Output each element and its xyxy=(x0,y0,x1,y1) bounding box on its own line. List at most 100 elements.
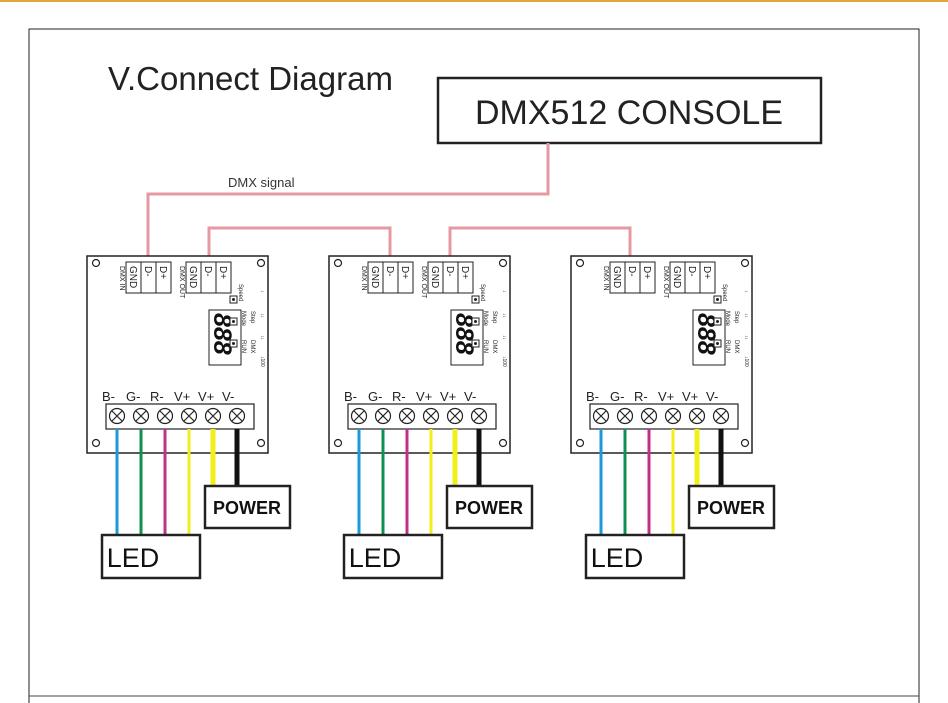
setting-mark: ↓ xyxy=(743,290,749,293)
screw-cross-icon xyxy=(231,410,243,422)
screw-cross-icon xyxy=(619,410,631,422)
screw-cross-icon xyxy=(207,410,219,422)
setting-label: Speed xyxy=(237,284,243,301)
setting-mark: ↓↓ xyxy=(501,313,507,318)
mounting-hole-icon xyxy=(91,438,101,448)
dmx-console-label: DMX512 CONSOLE xyxy=(475,94,783,132)
button-dot-icon xyxy=(716,342,719,345)
power-box xyxy=(203,484,292,530)
led-box xyxy=(100,533,202,580)
signal-controller-1-to-2 xyxy=(207,226,392,268)
screw-cross-icon xyxy=(111,410,123,422)
mounting-hole-icon xyxy=(256,258,266,268)
mounting-hole-icon xyxy=(498,258,508,268)
setting-mark: ↓ xyxy=(259,290,265,293)
mounting-hole-icon xyxy=(256,438,266,448)
screw-cross-icon xyxy=(595,410,607,422)
setting-mark: ↓↓ xyxy=(743,335,749,340)
diagram-frame xyxy=(28,28,920,703)
screw-cross-icon xyxy=(643,410,655,422)
button-dot-icon xyxy=(716,298,719,301)
dmx-out-pin-label: D+ xyxy=(701,266,712,279)
mounting-hole-icon xyxy=(333,258,343,268)
terminal-label: R- xyxy=(150,389,164,404)
setting-mark: ↓↓ xyxy=(743,313,749,318)
dmx-out-label: DMX OUT xyxy=(420,266,427,299)
screw-cross-icon xyxy=(715,410,727,422)
dmx-out-pin-box xyxy=(457,261,474,294)
dmx-in-pin-box xyxy=(639,261,656,294)
screw-cross-icon xyxy=(377,410,389,422)
terminal-label: V- xyxy=(464,389,476,404)
dmx-in-pin-label: D+ xyxy=(157,266,168,279)
dmx-in-pin-label: GND xyxy=(127,266,138,288)
led-box xyxy=(342,533,444,580)
terminal-label: B- xyxy=(344,389,357,404)
terminal-label: R- xyxy=(392,389,406,404)
button-dot-icon xyxy=(232,298,235,301)
dmx-in-label: DMX IN xyxy=(360,266,367,291)
setting-label: Mode xyxy=(240,311,246,327)
dmx-out-pin-label: D+ xyxy=(217,266,228,279)
setting-mark: ↓↓ xyxy=(259,335,265,340)
power-label: POWER xyxy=(213,498,281,518)
dmx-out-pin-box xyxy=(699,261,716,294)
dmx-in-label: DMX IN xyxy=(602,266,609,291)
mounting-hole-icon xyxy=(498,438,508,448)
terminal-label: B- xyxy=(586,389,599,404)
screw-cross-icon xyxy=(449,410,461,422)
led-label: LED xyxy=(349,543,402,573)
dmx-in-pin-label: GND xyxy=(369,266,380,288)
setting-mark: ↓100 xyxy=(743,356,749,367)
terminal-label: G- xyxy=(610,389,624,404)
screw-cross-icon xyxy=(183,410,195,422)
dmx-out-label: DMX OUT xyxy=(662,266,669,299)
screw-cross-icon xyxy=(691,410,703,422)
power-box xyxy=(687,484,776,530)
terminal-label: V- xyxy=(222,389,234,404)
mounting-hole-icon xyxy=(740,438,750,448)
terminal-label: R- xyxy=(634,389,648,404)
button-dot-icon xyxy=(232,320,235,323)
dmx-out-pin-label: D- xyxy=(444,266,455,277)
dmx-in-label: DMX IN xyxy=(118,266,125,291)
dmx-out-pin-label: GND xyxy=(429,266,440,288)
setting-label: Speed xyxy=(479,284,485,301)
setting-label: Speed xyxy=(721,284,727,301)
dmx-in-pin-box xyxy=(397,261,414,294)
setting-mark: ↓100 xyxy=(501,356,507,367)
setting-label: Mode xyxy=(724,311,730,327)
dmx-out-pin-label: D- xyxy=(202,266,213,277)
button-dot-icon xyxy=(474,298,477,301)
setting-label: DMX xyxy=(733,340,739,353)
signal-console-to-controller-1 xyxy=(146,143,550,268)
dmx-console-box xyxy=(436,76,823,145)
terminal-label: G- xyxy=(368,389,382,404)
setting-mark: ↓ xyxy=(501,290,507,293)
setting-label: Mode xyxy=(482,311,488,327)
setting-label: RUN xyxy=(240,340,246,353)
power-label: POWER xyxy=(455,498,523,518)
terminal-label: V+ xyxy=(658,389,674,404)
mounting-hole-icon xyxy=(575,258,585,268)
setting-label: DMX xyxy=(249,340,255,353)
dmx-out-label: DMX OUT xyxy=(178,266,185,299)
button-dot-icon xyxy=(474,342,477,345)
mounting-hole-icon xyxy=(333,438,343,448)
power-label: POWER xyxy=(697,498,765,518)
dmx-signal-wires xyxy=(146,143,632,268)
dmx-out-pin-label: D+ xyxy=(459,266,470,279)
led-label: LED xyxy=(107,543,160,573)
mounting-hole-icon xyxy=(575,438,585,448)
dmx-in-pin-box xyxy=(155,261,172,294)
button-dot-icon xyxy=(474,320,477,323)
dmx-in-pin-label: D- xyxy=(142,266,153,277)
terminal-block xyxy=(589,403,739,430)
terminal-label: V+ xyxy=(440,389,456,404)
screw-cross-icon xyxy=(159,410,171,422)
dmx-in-pin-label: D+ xyxy=(399,266,410,279)
screw-cross-icon xyxy=(401,410,413,422)
